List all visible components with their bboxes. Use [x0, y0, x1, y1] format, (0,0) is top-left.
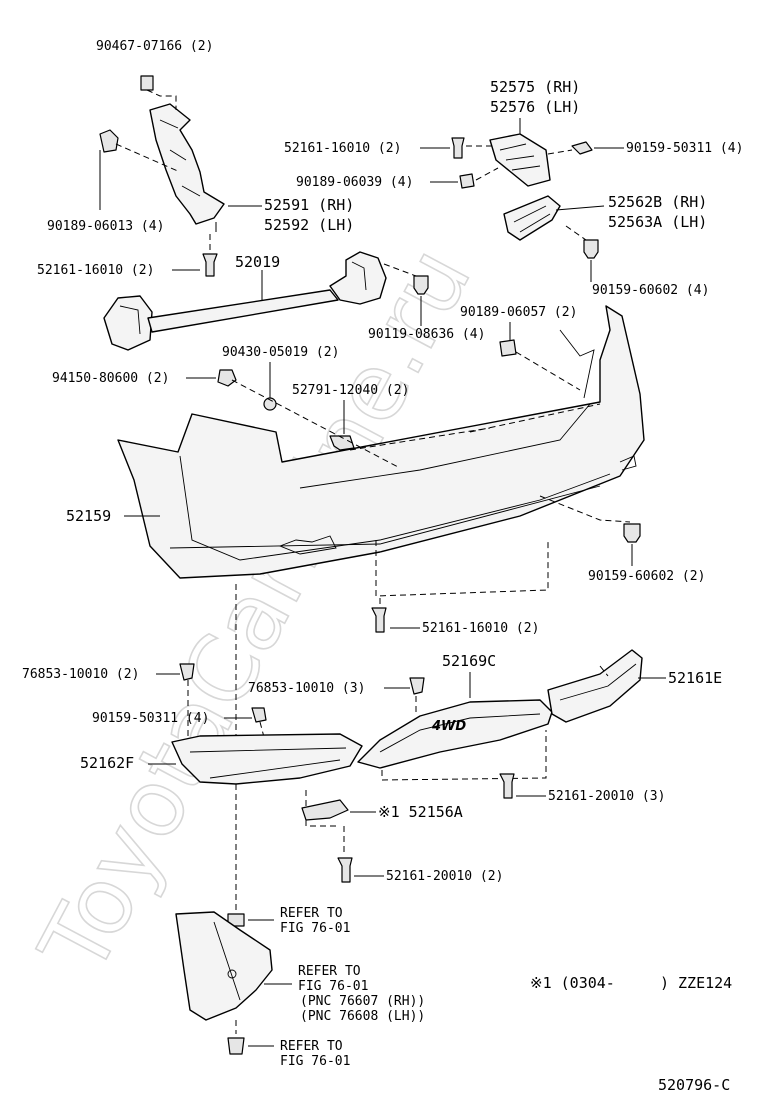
label-90159-60602-a: 90159-60602 (4): [592, 283, 709, 298]
label-90159-50311-a: 90159-50311 (4): [626, 141, 743, 156]
screw-90159-50311: [571, 141, 593, 155]
label-refer-2c: (PNC 76607 (RH)): [300, 994, 425, 1009]
grommet-90430: [263, 397, 277, 411]
label-52161E: 52161E: [668, 669, 722, 687]
leader-90467: [146, 89, 177, 110]
bolt-90119: [413, 275, 429, 295]
label-52161-16010-a: 52161-16010 (2): [284, 141, 401, 156]
garnish-52169C-drawing: 4WD: [357, 699, 553, 769]
label-52562B: 52562B (RH): [608, 193, 707, 211]
label-52161-20010-a: 52161-20010 (3): [548, 789, 665, 804]
label-52156A: ※1 52156A: [378, 803, 463, 821]
screw-mudguard-bottom: [227, 1037, 245, 1055]
reinforcement-52019-drawing: [103, 251, 387, 351]
garnish-52162F-drawing: [171, 733, 363, 785]
label-52161-20010-b: 52161-20010 (2): [386, 869, 503, 884]
clip-52161-a: [451, 137, 465, 159]
retainer-52575-drawing: [489, 133, 551, 187]
bolt-90159-60602-b: [623, 523, 641, 543]
label-refer-3b: FIG 76-01: [280, 1054, 350, 1069]
diagram-code: 520796-C: [658, 1076, 730, 1094]
label-90159-60602-b: 90159-60602 (2): [588, 569, 705, 584]
label-52019: 52019: [235, 253, 280, 271]
label-52791-12040: 52791-12040 (2): [292, 383, 409, 398]
mudguard-drawing: [175, 911, 273, 1021]
label-52159: 52159: [66, 507, 111, 525]
clip-76853-b: [409, 677, 425, 695]
clip-52161-d: [499, 773, 515, 799]
bracket-52591-drawing: [99, 75, 225, 225]
label-90119-08636: 90119-08636 (4): [368, 327, 485, 342]
clip-52161-f: [337, 857, 353, 883]
label-90189-06013: 90189-06013 (4): [47, 219, 164, 234]
label-52169C: 52169C: [442, 652, 496, 670]
label-52576: 52576 (LH): [490, 98, 580, 116]
label-52563A: 52563A (LH): [608, 213, 707, 231]
label-90159-50311-b: 90159-50311 (4): [92, 711, 209, 726]
label-refer-1a: REFER TO: [280, 906, 343, 921]
label-refer-2a: REFER TO: [298, 964, 361, 979]
label-refer-1b: FIG 76-01: [280, 921, 350, 936]
label-52575: 52575 (RH): [490, 78, 580, 96]
leader-90189a: [115, 143, 181, 173]
clip-52161-c: [371, 607, 387, 633]
nut-90189-06039: [459, 173, 475, 189]
retainer-52562-drawing: [503, 195, 561, 241]
nut-94150: [217, 369, 237, 387]
screw-52791: [329, 435, 355, 451]
label-90467-07166: 90467-07166 (2): [96, 39, 213, 54]
clip-52161-b: [202, 253, 218, 277]
label-52162F: 52162F: [80, 754, 134, 772]
label-90189-06039: 90189-06039 (4): [296, 175, 413, 190]
label-refer-2d: (PNC 76608 (LH)): [300, 1009, 425, 1024]
label-76853-10010-a: 76853-10010 (2): [22, 667, 139, 682]
label-94150-80600: 94150-80600 (2): [52, 371, 169, 386]
screw-90159-50311-b: [251, 707, 267, 723]
nut-90189-06057: [499, 339, 517, 357]
label-refer-2b: FIG 76-01: [298, 979, 368, 994]
garnish-52161E-drawing: [547, 649, 643, 723]
label-90430-05019: 90430-05019 (2): [222, 345, 339, 360]
bolt-90159-60602-a: [583, 239, 599, 259]
label-refer-3a: REFER TO: [280, 1039, 343, 1054]
label-90189-06057: 90189-06057 (2): [460, 305, 577, 320]
label-52592: 52592 (LH): [264, 216, 354, 234]
applicability-note: ※1 (0304- ) ZZE124: [530, 974, 732, 992]
clip-76853-a: [179, 663, 195, 681]
label-52591: 52591 (RH): [264, 196, 354, 214]
badge-4wd: 4WD: [431, 719, 466, 734]
bracket-52156A-drawing: [301, 799, 349, 821]
label-76853-10010-b: 76853-10010 (3): [248, 681, 365, 696]
bumper-cover-52159-drawing: [117, 305, 645, 579]
label-52161-16010-c: 52161-16010 (2): [422, 621, 539, 636]
label-52161-16010-b: 52161-16010 (2): [37, 263, 154, 278]
